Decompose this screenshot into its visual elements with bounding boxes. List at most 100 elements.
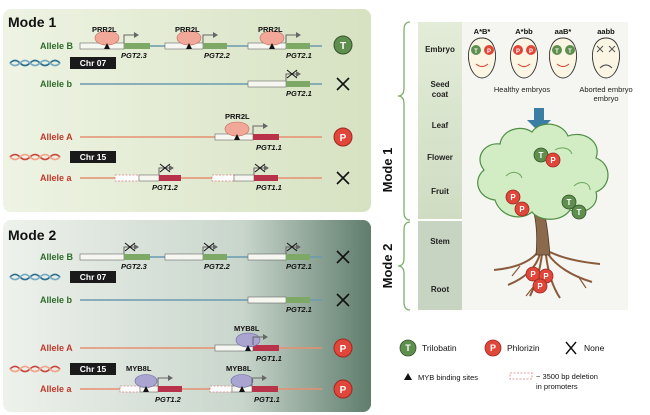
- mode2-allele-A-label: Allele A: [40, 343, 73, 353]
- legend-phlorizin-label: Phlorizin: [507, 343, 540, 353]
- phlorizin-marker: [333, 127, 353, 147]
- trilobatin-marker-label: T: [340, 41, 346, 52]
- mode2-vertical-label: Mode 2: [380, 244, 395, 289]
- cross-icon: [254, 163, 266, 173]
- tree-marker-trilobatin: T: [561, 194, 577, 210]
- prr2l-protein: [224, 121, 250, 137]
- none-icon: [336, 250, 350, 264]
- mode2-chr07: Chr 07: [9, 271, 116, 283]
- mode1-allele-A-row: Allele A PRR2L PGT1.1 P: [40, 112, 353, 152]
- svg-text:P: P: [529, 49, 533, 55]
- myb8l-protein: [230, 374, 254, 388]
- mode1-gene-label: PGT2.2: [204, 51, 231, 60]
- aborted-embryo-label: Aborted embryo: [579, 85, 632, 94]
- mode2-chr07-label: Chr 07: [80, 272, 107, 282]
- tissue-flower: Flower: [427, 153, 453, 162]
- mode1-gene-PGT2.3: [124, 43, 150, 49]
- mode2-allele-a-label: Allele a: [40, 384, 73, 394]
- myb-site-icon: [269, 43, 275, 49]
- arrow-icon: [134, 32, 139, 38]
- mode2-gene-label: PGT2.1: [286, 262, 312, 271]
- mode2-allele-a-row: Allele a MYB8L PGT1.2 MYB8L PGT1.1 P: [40, 364, 353, 404]
- healthy-embryo-icon: P P: [510, 37, 538, 79]
- none-icon: [336, 171, 350, 185]
- myb-legend-icon: [404, 373, 412, 380]
- arrow-icon: [296, 32, 301, 38]
- dna-icon: [9, 153, 61, 161]
- mode1-allele-a-label: Allele a: [40, 173, 73, 183]
- prr2l-label: PRR2L: [175, 25, 200, 34]
- mode1-chr15-label: Chr 15: [80, 152, 107, 162]
- mode1-gene-label: PGT2.1: [286, 89, 312, 98]
- svg-text:P: P: [537, 282, 543, 291]
- tissue-root: Root: [431, 285, 450, 294]
- arrow-icon: [262, 375, 267, 381]
- mode2-gene-PGT1.1-a: [252, 386, 278, 392]
- mode1-gene-label: PGT2.1: [286, 51, 312, 60]
- legend: T Trilobatin P Phlorizin None MYB bindin…: [399, 339, 605, 391]
- none-icon: [336, 77, 350, 91]
- tree-marker-phlorizin: P: [514, 201, 530, 217]
- arrow-icon: [296, 71, 301, 77]
- tree-marker-trilobatin: T: [533, 147, 549, 163]
- arrow-icon: [263, 334, 268, 340]
- svg-text:T: T: [567, 198, 572, 207]
- mode1-allele-B-label: Allele B: [40, 41, 74, 51]
- mode1-gene-PGT1.2: [159, 175, 181, 181]
- mode1-allele-B-row: Allele B PRR2L PGT2.3 PRR2L PGT2.2 PR: [40, 25, 353, 60]
- svg-text:P: P: [550, 156, 556, 165]
- svg-text:T: T: [539, 151, 544, 160]
- myb8l-protein: [134, 374, 158, 388]
- mode1-panel: Mode 1 Allele B PRR2L PGT2.3 PRR2L PGT2.…: [3, 9, 371, 212]
- svg-text:T: T: [555, 49, 559, 55]
- myb-site-icon: [239, 386, 245, 392]
- myb-site-icon: [104, 43, 110, 49]
- svg-text:P: P: [516, 49, 520, 55]
- mode2-gene-PGT2.2: [203, 254, 227, 260]
- mode1-bracket: [397, 21, 411, 221]
- mode1-allele-b-label: Allele b: [40, 79, 73, 89]
- mode1-allele-A-label: Allele A: [40, 132, 73, 142]
- legend-none-label: None: [584, 343, 605, 353]
- phlorizin-marker-label: P: [340, 385, 347, 396]
- healthy-embryo-icon: T P: [468, 37, 496, 79]
- mode1-title: Mode 1: [8, 14, 56, 30]
- legend-deletion-label: ~ 3500 bp deletion: [536, 372, 598, 381]
- myb8l-label: MYB8L: [234, 324, 260, 333]
- promoter-deletion: [119, 385, 141, 393]
- mode2-gene-label: PGT1.2: [155, 395, 182, 404]
- prr2l-label: PRR2L: [225, 112, 250, 121]
- dna-icon: [9, 273, 61, 281]
- genotype-label: aaB*: [555, 27, 572, 36]
- mode1-gene-PGT1.1-a: [254, 175, 278, 181]
- myb8l-label: MYB8L: [226, 364, 252, 373]
- cross-icon: [124, 242, 136, 252]
- genotype-label: aabb: [597, 27, 615, 36]
- legend-myb-label: MYB binding sites: [418, 373, 478, 382]
- embryo-row: A*B* A*bb aaB* aabb T P P P T T: [468, 27, 633, 103]
- illustration-panel: A*B* A*bb aaB* aabb T P P P T T: [462, 22, 633, 310]
- prr2l-label: PRR2L: [92, 25, 117, 34]
- tree-marker-phlorizin: P: [505, 189, 521, 205]
- arrow-icon: [213, 32, 218, 38]
- mode2-bracket: [397, 221, 411, 311]
- svg-text:P: P: [543, 272, 549, 281]
- arrow-icon: [213, 244, 218, 250]
- svg-text:T: T: [568, 49, 572, 55]
- mode1-gene-label: PGT1.2: [152, 183, 179, 192]
- arrow-icon: [169, 165, 174, 171]
- svg-text:T: T: [577, 208, 582, 217]
- mode2-chr15-label: Chr 15: [80, 364, 107, 374]
- svg-text:P: P: [510, 193, 516, 202]
- mode1-gene-label: PGT2.3: [121, 51, 148, 60]
- mode1-gene-label: PGT1.1: [256, 183, 282, 192]
- mode2-chr15: Chr 15: [9, 363, 116, 375]
- svg-text:P: P: [487, 49, 491, 55]
- myb8l-label: MYB8L: [126, 364, 152, 373]
- mode2-panel: Mode 2 Allele B PGT2.3 PGT2.2 PGT2.1: [3, 220, 371, 412]
- promoter-deletion: [211, 174, 235, 182]
- legend-myb-sites: MYB binding sites: [404, 373, 478, 382]
